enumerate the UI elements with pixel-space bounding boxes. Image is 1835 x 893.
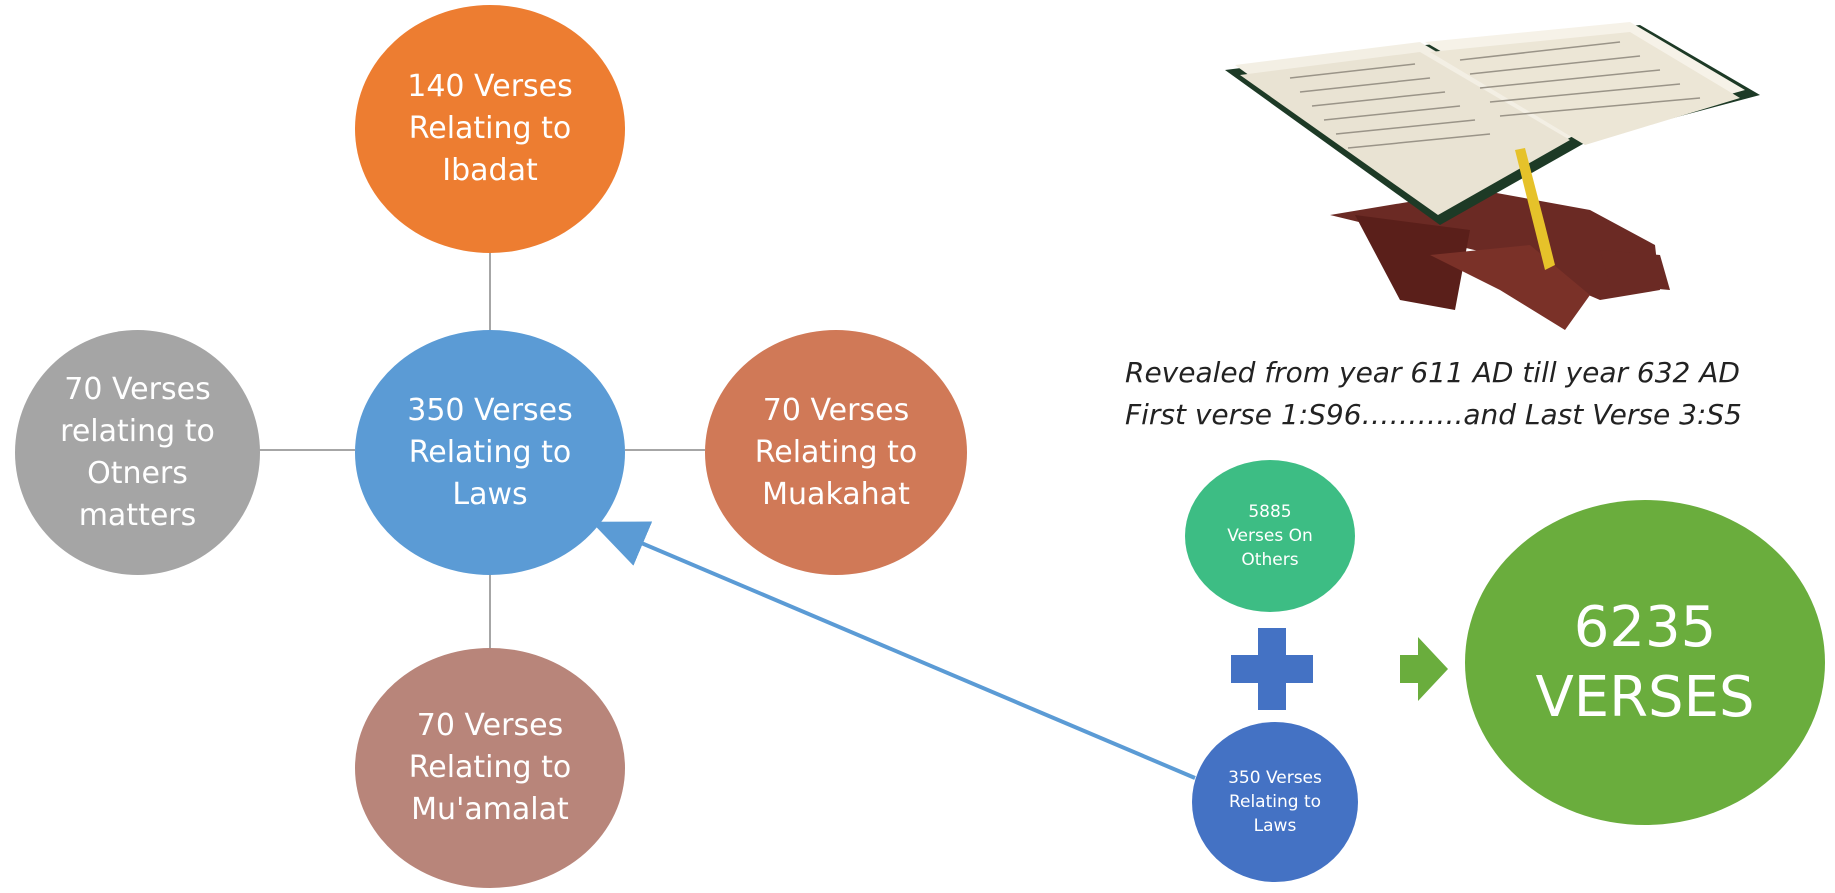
hub-node-laws: 350 Verses Relating to Laws — [355, 330, 625, 575]
node-other-matters: 70 Verses relating to Otners matters — [15, 330, 260, 575]
node-muamalat: 70 Verses Relating to Mu'amalat — [355, 648, 625, 888]
node-muamalat-label: 70 Verses Relating to Mu'amalat — [408, 708, 572, 827]
node-laws-count: 350 Verses Relating to Laws — [1192, 722, 1358, 882]
node-laws-count-label: 350 Verses Relating to Laws — [1228, 768, 1322, 836]
caption-line-1: Revealed from year 611 AD till year 632 … — [1125, 356, 1740, 389]
node-ibadat: 140 Verses Relating to Ibadat — [355, 5, 625, 253]
node-total-verses: 6235 VERSES — [1465, 500, 1825, 825]
node-muakahat: 70 Verses Relating to Muakahat — [705, 330, 967, 575]
node-total-verses-label: 6235 VERSES — [1535, 594, 1755, 730]
revelation-caption: Revealed from year 611 AD till year 632 … — [1125, 352, 1742, 436]
node-other-matters-label: 70 Verses relating to Otners matters — [60, 371, 215, 533]
quran-on-stand-icon — [1225, 22, 1760, 330]
plus-icon — [1231, 628, 1313, 710]
node-muakahat-label: 70 Verses Relating to Muakahat — [754, 392, 918, 512]
laws-to-hub-arrow — [591, 521, 1196, 780]
node-ibadat-label: 140 Verses Relating to Ibadat — [407, 69, 573, 188]
right-arrow-icon — [1400, 637, 1448, 701]
node-others-count: 5885 Verses On Others — [1185, 460, 1355, 612]
node-others-count-label: 5885 Verses On Others — [1227, 502, 1313, 570]
hub-node-label: 350 Verses Relating to Laws — [407, 392, 573, 512]
caption-line-2: First verse 1:S96………..and Last Verse 3:S… — [1125, 398, 1742, 431]
